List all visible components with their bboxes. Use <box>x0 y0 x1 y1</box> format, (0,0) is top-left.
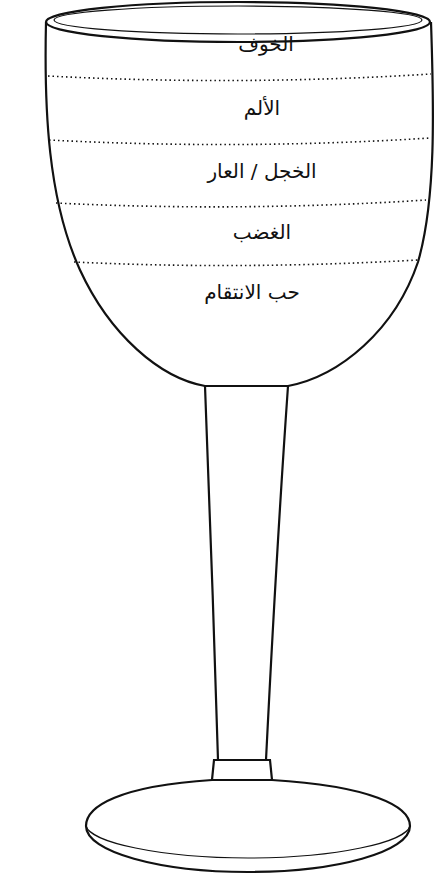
emotion-band: الخجل / العار <box>201 156 322 186</box>
glass-stem <box>205 386 288 760</box>
emotion-band: الخوف <box>232 29 300 59</box>
band-divider <box>48 74 431 81</box>
emotion-band: الغضب <box>227 217 297 247</box>
emotion-band: الألم <box>238 93 286 123</box>
glass-rim-inner <box>54 6 422 34</box>
band-label: الخجل / العار <box>207 158 316 184</box>
glass-base <box>86 780 410 872</box>
band-divider <box>74 260 418 266</box>
band-divider <box>49 138 430 145</box>
emotion-band: حب الانتقام <box>198 277 306 307</box>
band-label: الغضب <box>233 219 291 245</box>
band-divider <box>56 200 426 207</box>
band-label: الألم <box>244 95 280 121</box>
glass-base-edge <box>86 826 410 858</box>
band-label: الخوف <box>238 31 294 57</box>
glass-rim <box>46 2 430 42</box>
band-label: حب الانتقام <box>204 279 300 305</box>
stem-collar <box>212 760 272 780</box>
glass-bowl <box>46 22 433 386</box>
